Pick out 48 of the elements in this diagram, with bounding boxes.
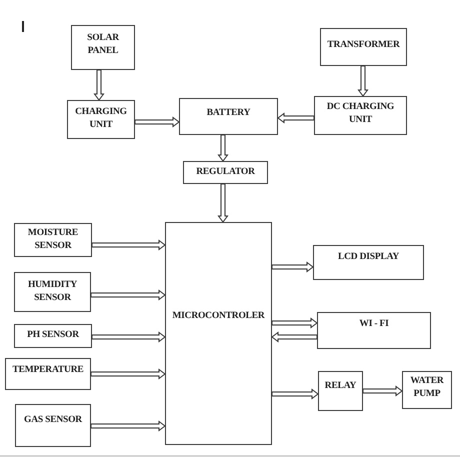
block-arrow xyxy=(218,134,228,162)
block-arrow xyxy=(92,240,166,250)
block-label: GAS SENSOR xyxy=(24,414,82,427)
block-label: BATTERY xyxy=(206,107,250,120)
block-arrow xyxy=(90,290,166,300)
block-arrow xyxy=(272,318,318,328)
block-label: WI - FI xyxy=(359,318,389,331)
block-box xyxy=(5,358,91,390)
block-label: WATER PUMP xyxy=(409,375,445,401)
block-label: MOISTURE SENSOR xyxy=(26,227,80,253)
block-label: HUMIDITY SENSOR xyxy=(26,279,78,305)
block-label: TRANSFORMER xyxy=(327,39,400,52)
block-arrow xyxy=(134,116,180,128)
block-box xyxy=(402,371,452,409)
block-label: TEMPERATURE xyxy=(12,364,84,377)
block-label: REGULATOR xyxy=(196,166,255,179)
block-arrow xyxy=(358,66,368,97)
block-label: DC CHARGING UNIT xyxy=(326,101,396,127)
block-arrow xyxy=(272,388,319,400)
block-label: SOLAR PANEL xyxy=(86,32,120,58)
block-box xyxy=(67,100,135,139)
block-label: LCD DISPLAY xyxy=(338,251,400,264)
block-arrow xyxy=(277,112,314,124)
block-arrow xyxy=(362,386,403,396)
block-label: RELAY xyxy=(324,380,356,393)
block-label: CHARGING UNIT xyxy=(74,106,128,132)
block-box xyxy=(317,312,431,349)
block-box xyxy=(15,404,91,447)
block-arrow xyxy=(92,332,166,342)
block-arrow xyxy=(90,420,166,432)
block-box xyxy=(318,371,363,411)
block-box xyxy=(14,223,92,257)
block-box xyxy=(179,98,278,135)
block-box xyxy=(71,25,135,70)
block-box xyxy=(14,272,91,312)
block-arrow xyxy=(90,368,166,380)
block-box xyxy=(314,96,407,135)
block-label: PH SENSOR xyxy=(27,329,79,342)
block-arrow xyxy=(218,184,228,223)
block-label: MICROCONTROLER xyxy=(172,310,265,323)
block-arrow xyxy=(271,332,318,342)
block-box xyxy=(183,161,268,184)
block-arrow xyxy=(94,70,104,101)
block-box xyxy=(320,28,407,66)
block-box xyxy=(14,324,92,348)
block-box xyxy=(313,245,424,280)
block-arrow xyxy=(272,262,314,272)
block-box xyxy=(165,222,272,445)
